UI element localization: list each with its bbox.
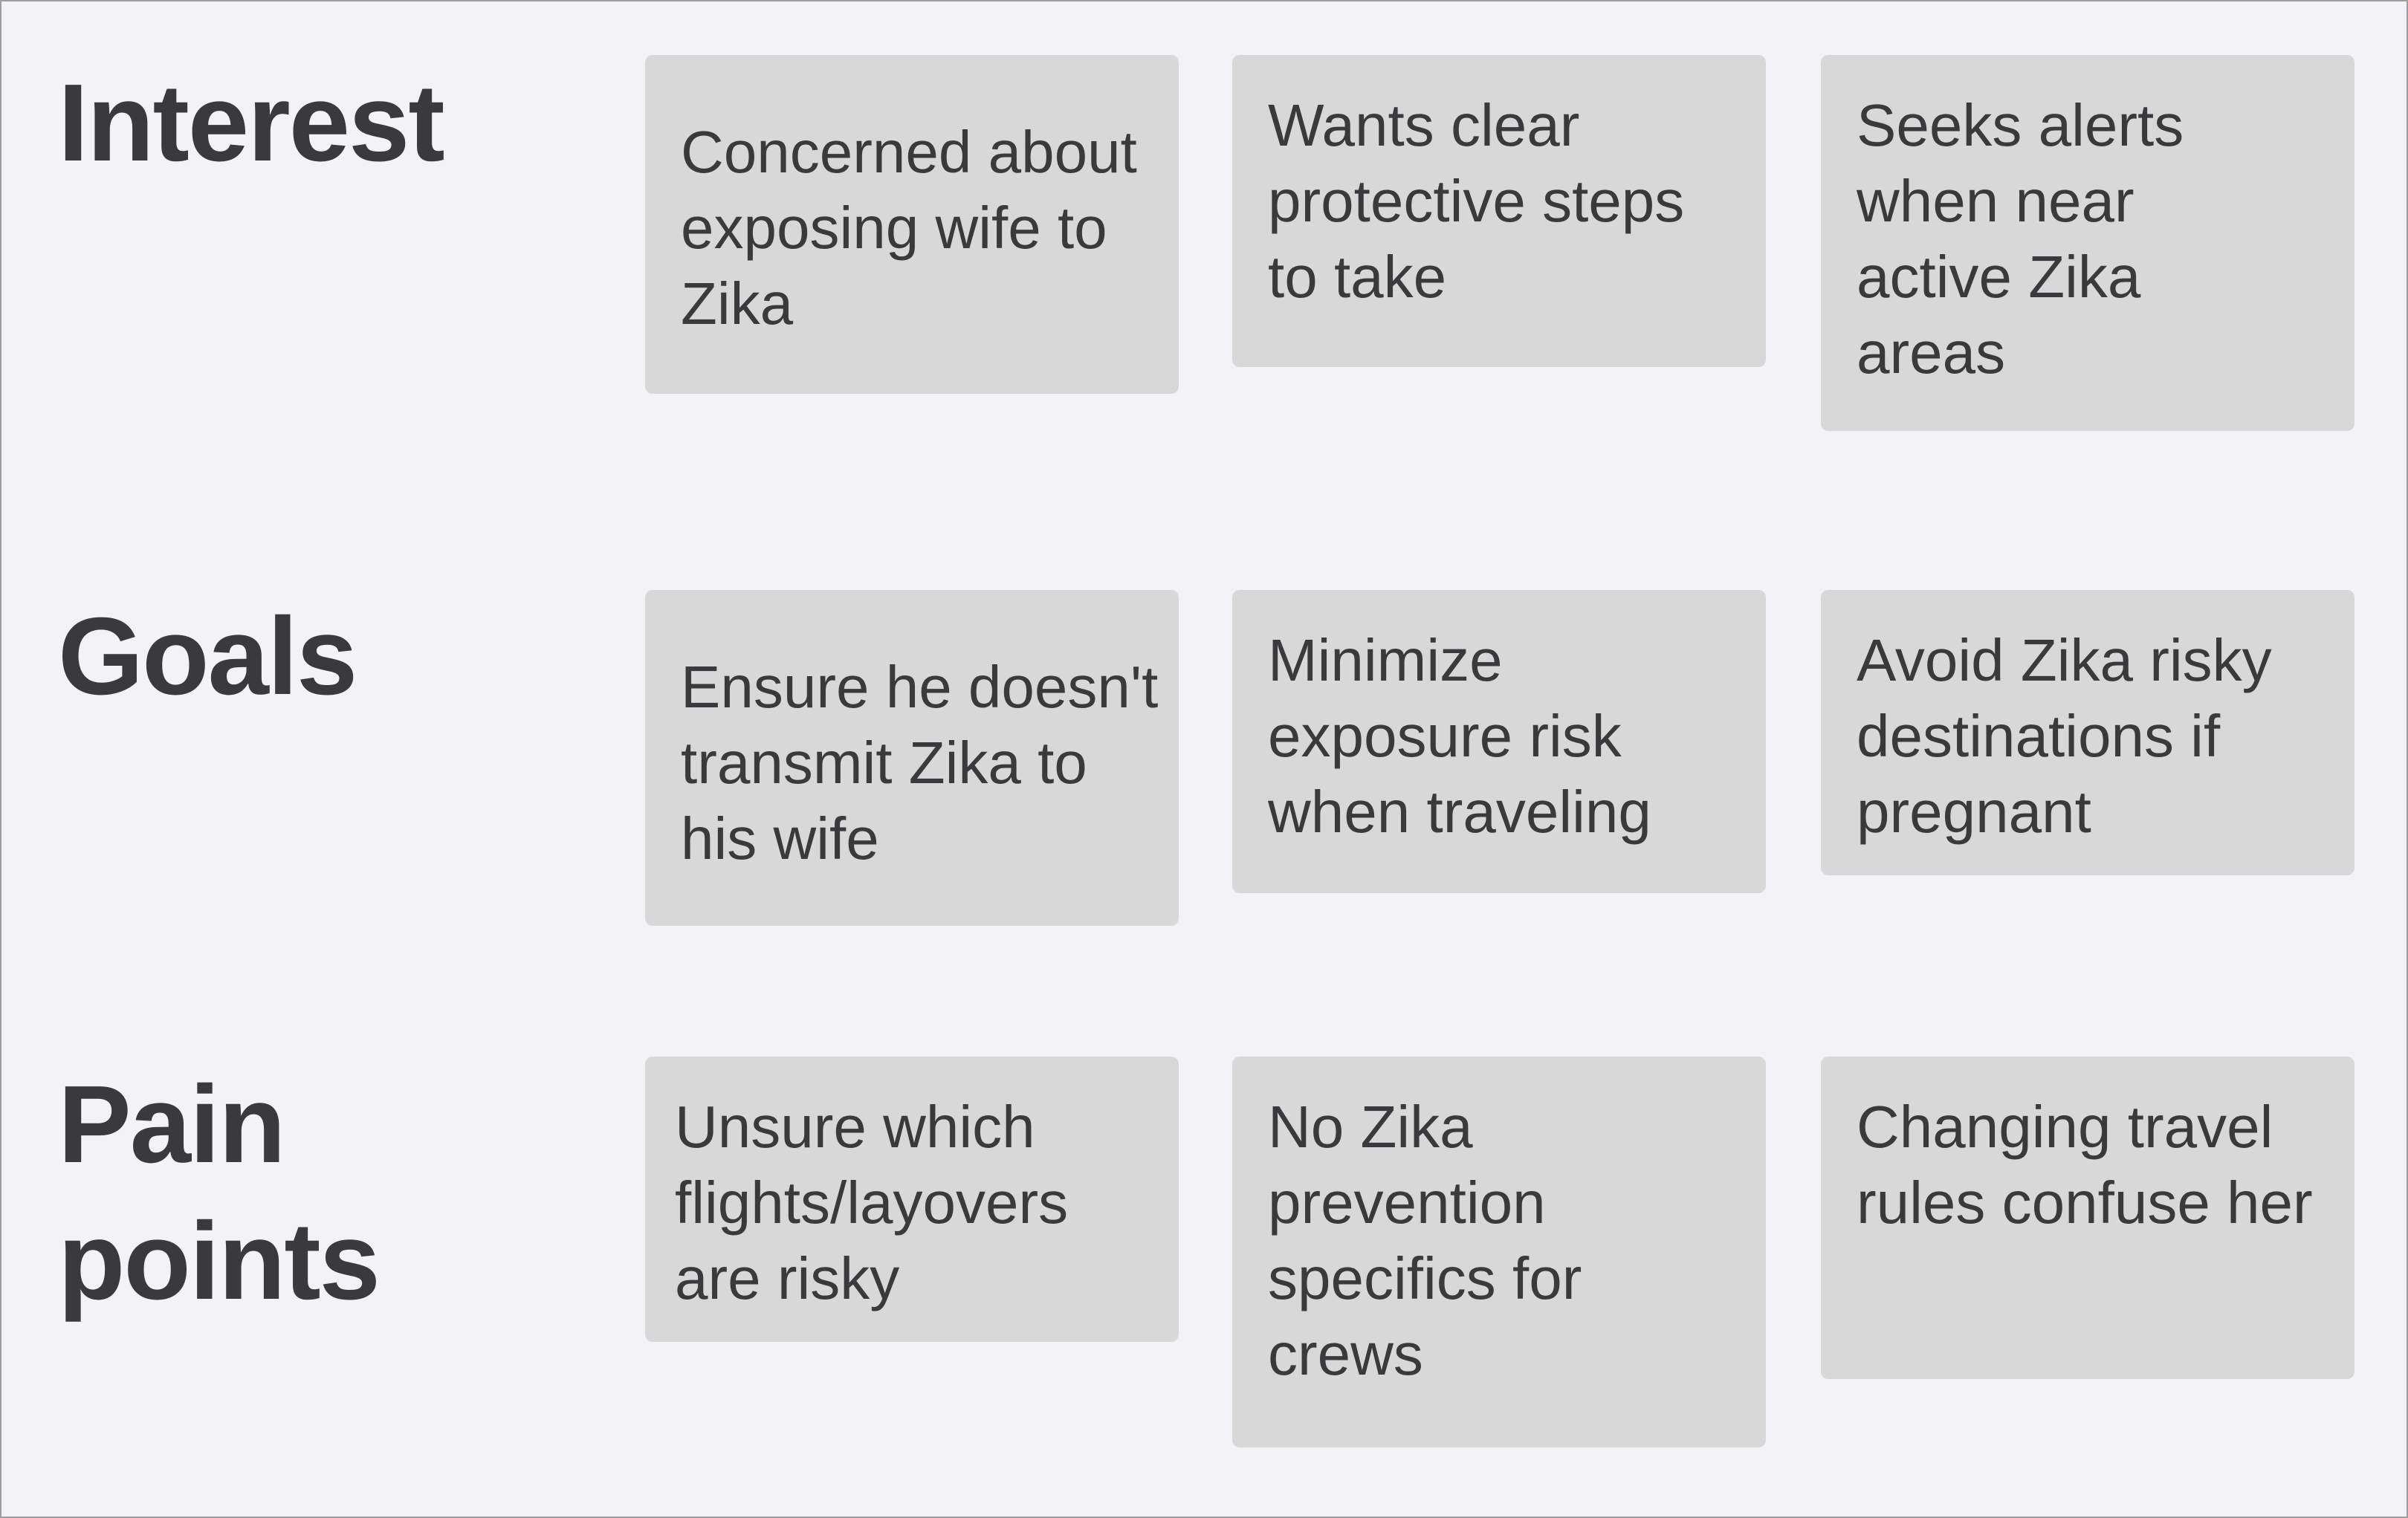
row-label-goals: Goals <box>58 595 357 718</box>
sticky-note[interactable]: Changing travel rules confuse her <box>1821 1057 2354 1379</box>
sticky-note[interactable]: Seeks alerts when near active Zika areas <box>1821 55 2354 431</box>
sticky-note[interactable]: Concerned about exposing wife to Zika <box>645 55 1179 394</box>
note-text: Seeks alerts when near active Zika areas <box>1857 92 2184 386</box>
sticky-note[interactable]: No Zika prevention specifics for crews <box>1232 1057 1766 1447</box>
note-text: Ensure he doesn't transmit Zika to his w… <box>681 654 1159 872</box>
sticky-note[interactable]: Unsure which flights/layovers are risky <box>645 1057 1179 1342</box>
note-text: Avoid Zika risky destinations if pregnan… <box>1857 627 2272 845</box>
note-text: Minimize exposure risk when traveling <box>1268 627 1651 845</box>
row-label-pain-points: Pain points <box>58 1063 381 1323</box>
sticky-note[interactable]: Avoid Zika risky destinations if pregnan… <box>1821 590 2354 875</box>
row-label-interest: Interest <box>58 62 445 184</box>
sticky-note[interactable]: Wants clear protective steps to take <box>1232 55 1766 367</box>
note-text: Changing travel rules confuse her <box>1857 1094 2313 1236</box>
note-text: Unsure which flights/layovers are risky <box>675 1094 1069 1311</box>
sticky-note[interactable]: Ensure he doesn't transmit Zika to his w… <box>645 590 1179 926</box>
note-text: Wants clear protective steps to take <box>1268 92 1685 310</box>
note-text: Concerned about exposing wife to Zika <box>681 119 1137 337</box>
sticky-note[interactable]: Minimize exposure risk when traveling <box>1232 590 1766 893</box>
note-text: No Zika prevention specifics for crews <box>1268 1094 1582 1387</box>
